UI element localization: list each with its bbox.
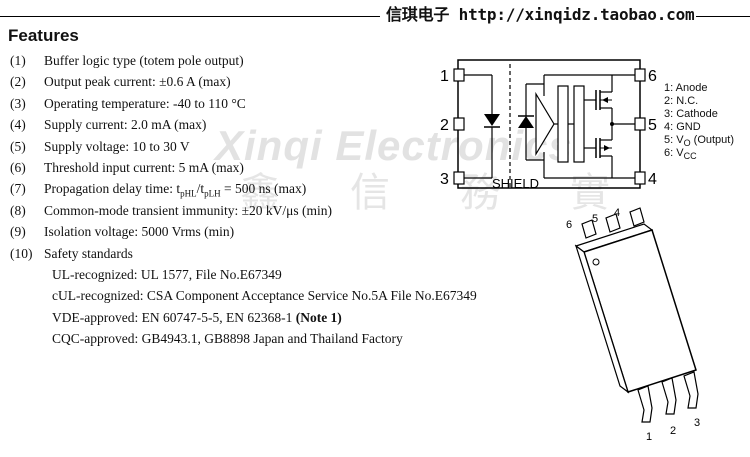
pin-number-3: 3 [440, 171, 449, 188]
pin-legend-item: 1: Anode [664, 82, 708, 94]
pin-number-4: 4 [648, 171, 657, 188]
feature-item: (6) Threshold input current: 5 mA (max) [10, 157, 550, 178]
feature-label: Safety standards [44, 245, 133, 261]
feature-label: Supply voltage: 10 to 30 V [44, 138, 190, 154]
feature-list: (1) Buffer logic type (totem pole output)… [10, 50, 550, 349]
standard-item: UL-recognized: UL 1577, File No.E67349 [52, 266, 282, 282]
package-pin-3-icon [683, 371, 699, 409]
standard-item: CQC-approved: GB4943.1, GB8898 Japan and… [52, 331, 403, 347]
feature-item: (3) Operating temperature: -40 to 110 °C [10, 93, 550, 114]
feature-item: (2) Output peak current: ±0.6 A (max) [10, 71, 550, 92]
package-drawing: 6 5 4 1 2 3 [566, 207, 700, 443]
feature-label: Supply current: 2.0 mA (max) [44, 117, 207, 133]
feature-label: Operating temperature: -40 to 110 °C [44, 95, 246, 111]
package-pin-5-icon [605, 213, 621, 233]
pin-number-6: 6 [648, 68, 657, 85]
pin-legend-item: 4: GND [664, 121, 701, 133]
amplifier-icon [535, 91, 555, 157]
feature-number: (1) [10, 53, 26, 68]
feature-number: (4) [10, 117, 26, 133]
shield-label: SHIELD [492, 176, 539, 191]
photodiode-icon [518, 116, 534, 128]
package-pin-label-1: 1 [646, 431, 652, 443]
package-pin-label-5: 5 [592, 213, 598, 225]
feature-label: Buffer logic type (totem pole output) [44, 53, 244, 68]
standard-item: cUL-recognized: CSA Component Acceptance… [52, 288, 477, 304]
feature-number: (6) [10, 159, 26, 175]
feature-label: Isolation voltage: 5000 Vrms (min) [44, 224, 235, 240]
pin-legend-item: 3: Cathode [664, 108, 718, 120]
feature-item: (8) Common-mode transient immunity: ±20 k… [10, 200, 550, 221]
input-led-icon [484, 114, 500, 126]
feature-item: (7) Propagation delay time: tpHL/tpLH = 5… [10, 178, 550, 199]
feature-item: (5) Supply voltage: 10 to 30 V [10, 136, 550, 157]
feature-number: (9) [10, 224, 26, 240]
pin-number-5: 5 [648, 117, 657, 134]
pin-legend-item: 6: VCC [664, 147, 697, 162]
pin-legend-item: 5: VO (Output) [664, 134, 734, 149]
feature-label: Threshold input current: 5 mA (max) [44, 159, 244, 175]
package-pin-label-4: 4 [614, 207, 620, 219]
standard-item: VDE-approved: EN 60747-5-5, EN 62368-1 (… [10, 307, 550, 328]
pin-number-2: 2 [440, 117, 449, 134]
header-banner: 信琪电子 http://xinqidz.taobao.com [0, 4, 750, 26]
package-body-icon [574, 223, 697, 394]
feature-item: (10) Safety standards [10, 243, 550, 264]
package-pin-label-3: 3 [694, 417, 700, 429]
banner-rule-right [694, 16, 750, 17]
feature-item: (1) Buffer logic type (totem pole output) [10, 50, 550, 71]
feature-number: (2) [10, 74, 26, 90]
package-pin-6-icon [581, 219, 597, 239]
feature-number: (3) [10, 95, 26, 111]
package-pin-label-6: 6 [566, 219, 572, 231]
feature-number: (8) [10, 202, 26, 218]
features-heading: Features [8, 26, 79, 45]
feature-label: Output peak current: ±0.6 A (max) [44, 74, 231, 90]
standard-label: VDE-approved: EN 60747-5-5, EN 62368-1 [52, 309, 296, 325]
feature-number: (10) [10, 245, 33, 261]
feature-item: (4) Supply current: 2.0 mA (max) [10, 114, 550, 135]
banner-text: 信琪电子 http://xinqidz.taobao.com [384, 4, 697, 26]
pin-legend: 1: Anode 2: N.C. 3: Cathode 4: GND 5: VO… [664, 82, 734, 162]
feature-number: (7) [10, 181, 26, 197]
note-reference: (Note 1) [295, 309, 342, 325]
package-pin-2-icon [661, 377, 677, 415]
package-pin-label-2: 2 [670, 425, 676, 437]
feature-item: (9) Isolation voltage: 5000 Vrms (min) [10, 221, 550, 242]
package-pin-1-icon [637, 385, 653, 423]
pin-number-1: 1 [440, 68, 449, 85]
schematic-diagram: 1 2 3 6 5 4 SHIELD [440, 59, 657, 191]
pin-legend-item: 2: N.C. [664, 95, 699, 107]
feature-number: (5) [10, 138, 26, 154]
feature-label-delay: Propagation delay time: tpHL/tpLH = 500 … [44, 181, 307, 200]
feature-label: Common-mode transient immunity: ±20 kV/μ… [44, 202, 333, 218]
package-pin-4-icon [629, 207, 645, 227]
banner-rule-left [0, 16, 380, 17]
